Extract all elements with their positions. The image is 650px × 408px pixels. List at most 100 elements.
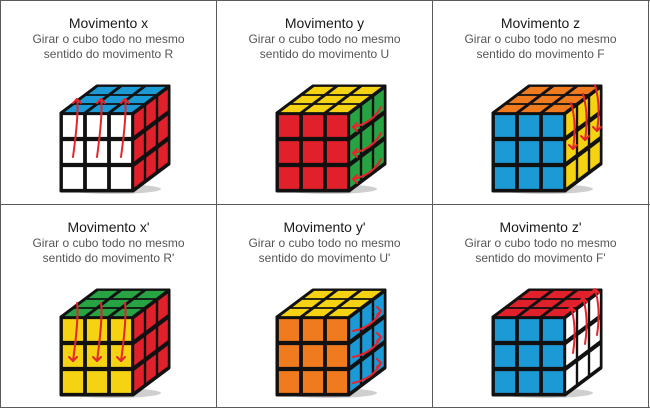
top-sticker (112, 290, 141, 299)
cube-svg (59, 288, 170, 398)
move-title: Movimento y' (283, 219, 366, 235)
arrow-head (351, 122, 358, 132)
move-cell-y: Movimento y Girar o cubo todo no mesmo s… (217, 1, 432, 204)
arrow-head (375, 358, 382, 368)
arrow-head (591, 126, 602, 132)
front-sticker (542, 141, 563, 163)
top-sticker (280, 308, 309, 317)
rotation-arrow (119, 302, 126, 362)
move-description: Girar o cubo todo no mesmo (32, 236, 185, 250)
side-sticker (157, 89, 168, 118)
side-sticker (565, 363, 576, 392)
side-sticker (145, 124, 156, 153)
side-sticker (145, 150, 156, 179)
front-sticker (62, 167, 83, 189)
side-sticker (157, 345, 168, 374)
front-sticker (326, 167, 347, 189)
top-sticker (352, 290, 381, 299)
arrow-head (375, 332, 382, 342)
move-description: Girar o cubo todo no mesmo (464, 32, 617, 46)
side-sticker (577, 354, 588, 383)
front-sticker (62, 371, 83, 393)
front-sticker (494, 167, 515, 189)
rotation-arrows (67, 302, 126, 362)
top-sticker (136, 86, 165, 95)
front-sticker (518, 141, 539, 163)
front-sticker (278, 371, 299, 393)
top-sticker (112, 86, 141, 95)
move-title: Movimento z' (499, 219, 582, 235)
side-sticker (349, 159, 360, 188)
front-sticker (86, 371, 107, 393)
rubiks-cube-image (267, 77, 386, 194)
front-sticker (302, 167, 323, 189)
arrow-head (71, 98, 82, 104)
rotation-arrow (119, 98, 126, 158)
rotation-arrows (351, 106, 382, 184)
rotation-arrows (71, 98, 130, 158)
rotation-arrow (581, 93, 588, 141)
move-description: sentido do movimento R (43, 47, 174, 61)
arrow-head (351, 148, 358, 158)
top-sticker (136, 290, 165, 299)
top-sticker (496, 104, 525, 113)
front-sticker (302, 319, 323, 341)
top-sticker (520, 86, 549, 95)
top-sticker (544, 86, 573, 95)
cube-svg (275, 288, 386, 398)
arrow-head (119, 98, 130, 104)
front-sticker (326, 371, 347, 393)
arrow-head (91, 356, 102, 362)
move-title: Movimento x (68, 15, 149, 31)
rubiks-cube-image (51, 281, 170, 398)
move-description: sentido do movimento U (259, 47, 390, 61)
front-sticker (302, 141, 323, 163)
grid-line (0, 0, 650, 1)
side-sticker (349, 363, 360, 392)
side-sticker (577, 150, 588, 179)
top-sticker (532, 95, 561, 104)
front-sticker (302, 371, 323, 393)
move-title: Movimento x' (67, 219, 150, 235)
side-sticker (565, 159, 576, 188)
side-sticker (157, 115, 168, 144)
move-cell-x: Movimento x Girar o cubo todo no mesmo s… (1, 1, 216, 204)
arrow-head (95, 98, 106, 104)
side-sticker (133, 133, 144, 162)
side-sticker (349, 107, 360, 136)
arrow-head (589, 288, 600, 294)
side-sticker (133, 107, 144, 136)
front-sticker (494, 345, 515, 367)
arrow-head (579, 135, 590, 141)
front-sticker (518, 319, 539, 341)
front-sticker (86, 167, 107, 189)
move-cell-x-prime: Movimento x' Girar o cubo todo no mesmo … (1, 205, 216, 408)
front-sticker (518, 167, 539, 189)
move-cell-z: Movimento z Girar o cubo todo no mesmo s… (433, 1, 648, 204)
move-description: sentido do movimento F (476, 47, 605, 61)
front-sticker (110, 167, 131, 189)
side-sticker (589, 345, 600, 374)
side-sticker (157, 293, 168, 322)
rotation-arrow (95, 302, 102, 362)
side-sticker (145, 354, 156, 383)
move-description: sentido do movimento R' (42, 251, 175, 265)
rotation-arrow (351, 132, 382, 154)
front-sticker (494, 141, 515, 163)
side-sticker (133, 337, 144, 366)
side-sticker (133, 311, 144, 340)
front-sticker (326, 115, 347, 137)
top-sticker (520, 308, 549, 317)
rotation-arrow (71, 302, 78, 362)
rubiks-cube-image (483, 281, 602, 398)
front-sticker (278, 167, 299, 189)
side-sticker (349, 311, 360, 340)
rotation-arrow (593, 84, 600, 132)
rotation-arrows (351, 306, 382, 384)
cube-svg (491, 84, 602, 194)
front-sticker (542, 319, 563, 341)
side-sticker (349, 133, 360, 162)
top-sticker (316, 299, 345, 308)
side-sticker (145, 98, 156, 127)
